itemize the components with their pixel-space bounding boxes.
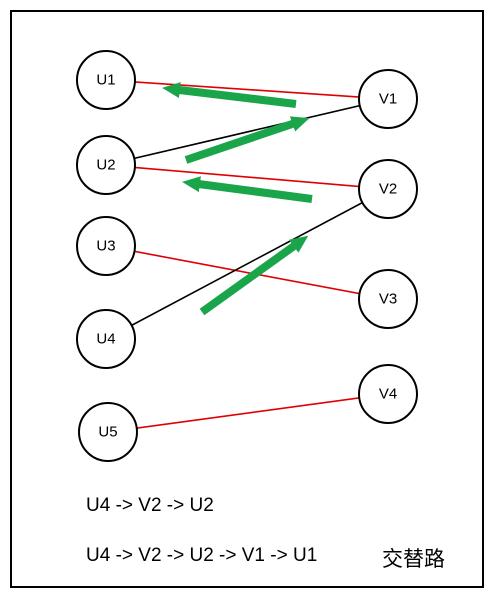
path-arrow-v1-u1 xyxy=(162,82,297,108)
node-label-v3: V3 xyxy=(379,291,397,308)
edge-u5-v4 xyxy=(107,393,389,433)
edge-u4-v2 xyxy=(105,188,389,340)
path-arrow-v2-u2 xyxy=(182,176,313,203)
node-circle-u2 xyxy=(76,135,136,195)
edge-u2-v1 xyxy=(105,98,389,166)
alternating-path-label: 交替路 xyxy=(382,547,445,571)
node-circle-v2 xyxy=(358,159,418,219)
augmenting-path-short-text: U4 -> V2 -> U2 xyxy=(86,495,214,516)
node-v2: V2 xyxy=(358,159,418,219)
path-arrow-u4-v2 xyxy=(199,235,309,316)
node-circle-u3 xyxy=(76,216,136,276)
node-u1: U1 xyxy=(76,50,136,110)
node-label-u5: U5 xyxy=(98,424,117,441)
node-circle-u1 xyxy=(76,50,136,110)
node-label-u2: U2 xyxy=(96,157,115,174)
node-v4: V4 xyxy=(358,364,418,424)
node-circle-v4 xyxy=(358,364,418,424)
node-circle-u4 xyxy=(76,309,136,369)
path-arrows-layer xyxy=(162,82,313,316)
node-label-v4: V4 xyxy=(379,386,397,403)
augmenting-path-full-text: U4 -> V2 -> U2 -> V1 -> U1 xyxy=(86,545,318,566)
node-circle-v1 xyxy=(358,69,418,129)
path-arrow-u2-v1 xyxy=(184,116,310,164)
node-u4: U4 xyxy=(76,309,136,369)
node-u5: U5 xyxy=(78,402,138,462)
node-label-v2: V2 xyxy=(379,181,397,198)
edge-u2-v2 xyxy=(105,164,389,190)
node-label-u4: U4 xyxy=(96,331,115,348)
diagram-frame xyxy=(10,10,484,588)
node-circle-u5 xyxy=(78,402,138,462)
node-label-u1: U1 xyxy=(96,72,115,89)
node-label-v1: V1 xyxy=(379,91,397,108)
node-circle-v3 xyxy=(358,269,418,329)
node-u3: U3 xyxy=(76,216,136,276)
node-v1: V1 xyxy=(358,69,418,129)
edge-u1-v1 xyxy=(105,79,389,100)
node-v3: V3 xyxy=(358,269,418,329)
edge-u3-v3 xyxy=(105,245,389,300)
node-label-u3: U3 xyxy=(96,238,115,255)
edges-layer xyxy=(105,79,389,433)
node-u2: U2 xyxy=(76,135,136,195)
